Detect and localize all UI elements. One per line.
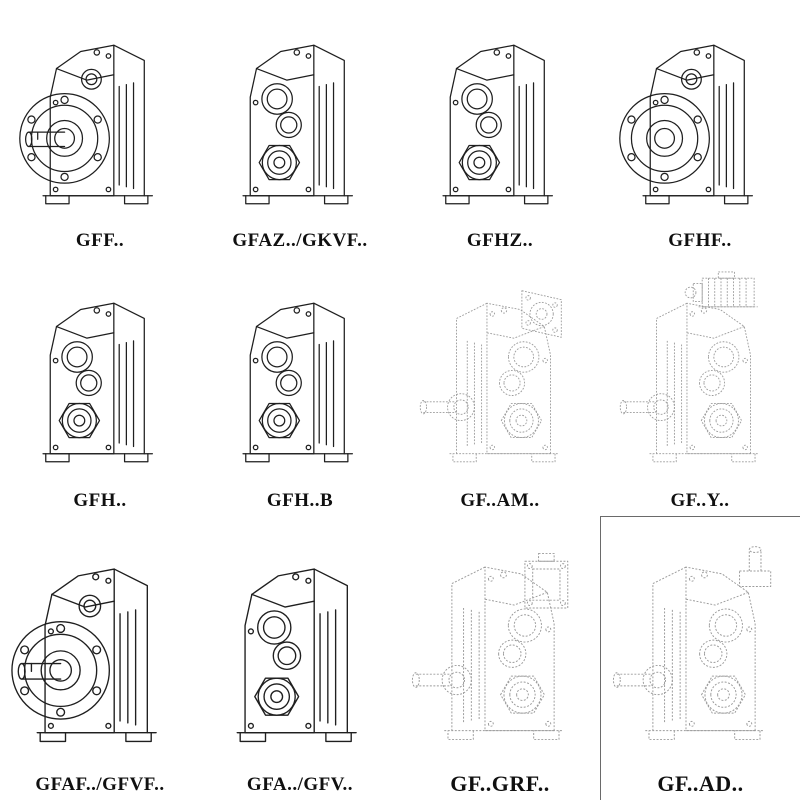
gf-grf-illustration	[412, 552, 569, 756]
gearbox-flange-icon	[600, 0, 800, 231]
model-label: GF..AM..	[460, 490, 540, 512]
gf-y-illustration	[619, 270, 758, 477]
gfhf-illustration	[618, 44, 753, 204]
gfaf-gfvf-illustration	[11, 567, 158, 742]
gearbox-phantom-motor-icon	[600, 256, 800, 491]
gf-am-illustration	[419, 289, 562, 477]
model-label: GF..AD..	[657, 770, 744, 796]
model-label: GF..GRF..	[450, 770, 550, 796]
model-label: GFHZ..	[466, 230, 534, 252]
model-label: GF..Y..	[670, 490, 730, 512]
gearbox-phantom-adapter-icon	[400, 516, 600, 772]
gearbox-flange-shaft-icon	[0, 0, 200, 231]
catalog-cell-gf-ad: GF..AD..	[600, 516, 800, 800]
catalog-cell-gf-am: GF..AM..	[400, 256, 600, 516]
catalog-cell-gfaz-gkvf: GFAZ../GKVF..	[200, 0, 400, 256]
gfhz-illustration	[442, 44, 553, 204]
catalog-cell-gfh-b: GFH..B	[200, 256, 400, 516]
catalog-cell-gfhz: GFHZ..	[400, 0, 600, 256]
gfa-gfv-illustration	[236, 567, 358, 742]
gearbox-flange-shaft-icon	[0, 516, 200, 775]
gfaz-gkvf-illustration	[242, 44, 353, 204]
model-label: GFAF../GFVF..	[35, 774, 165, 796]
catalog-cell-gfhf: GFHF..	[600, 0, 800, 256]
model-label: GFAZ../GKVF..	[232, 230, 368, 252]
gearbox-phantom-top-flange-icon	[400, 256, 600, 491]
gff-illustration	[18, 44, 153, 204]
model-label: GFH..	[73, 490, 127, 512]
catalog-cell-gfh: GFH..	[0, 256, 200, 516]
gfh-b-illustration	[242, 302, 353, 462]
model-label: GFF..	[75, 230, 125, 252]
model-label: GFHF..	[668, 230, 732, 252]
catalog-cell-gf-y: GF..Y..	[600, 256, 800, 516]
gearbox-hollow-bore-icon	[200, 256, 400, 491]
catalog-cell-gff: GFF..	[0, 0, 200, 256]
gearbox-phantom-input-stub-icon	[601, 517, 800, 772]
catalog-cell-gfa-gfv: GFA../GFV..	[200, 516, 400, 800]
catalog-cell-gfaf-gfvf: GFAF../GFVF..	[0, 516, 200, 800]
model-label: GFA../GFV..	[246, 774, 354, 796]
gf-ad-illustration	[612, 546, 772, 756]
model-label: GFH..B	[266, 490, 334, 512]
gfh-illustration	[42, 302, 153, 462]
gearbox-hollow-bore-icon	[200, 0, 400, 231]
gearbox-hollow-bore-icon	[0, 256, 200, 491]
catalog-cell-gf-grf: GF..GRF..	[400, 516, 600, 800]
gearbox-hollow-bore-icon	[200, 516, 400, 775]
gearbox-hollow-bore-icon	[400, 0, 600, 231]
